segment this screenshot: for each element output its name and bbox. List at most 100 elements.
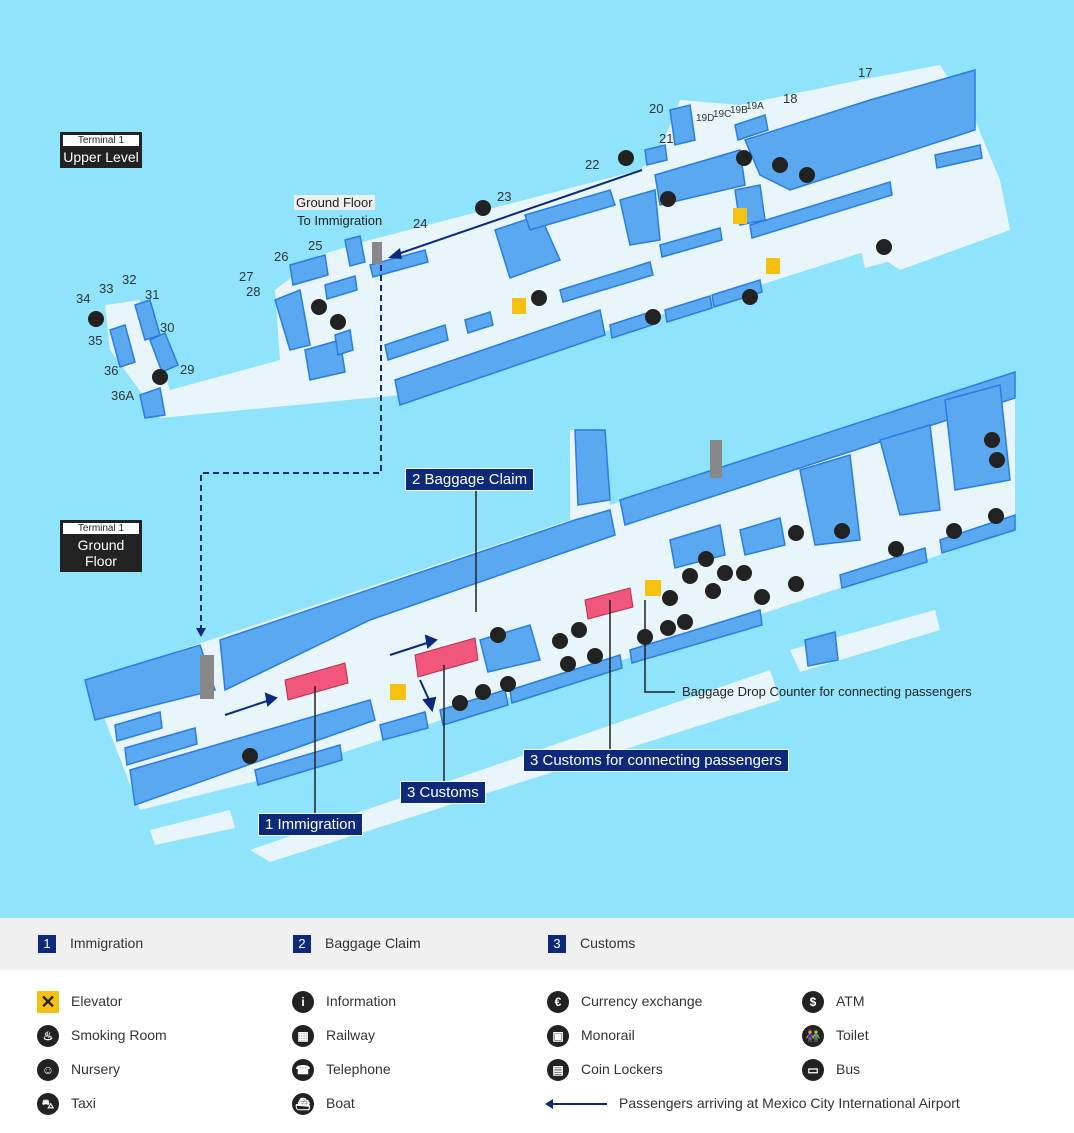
svg-text:21: 21 (659, 131, 673, 146)
upper-buildings (109, 69, 983, 419)
svg-text:24: 24 (413, 216, 427, 231)
ground-pad (150, 810, 235, 845)
legend-label: Coin Lockers (581, 1061, 663, 1077)
legend-railway: ▦Railway (292, 1023, 375, 1048)
svg-text:30: 30 (160, 320, 174, 335)
smoking-room-icon: ♨ (37, 1025, 59, 1048)
svg-text:17: 17 (858, 65, 872, 80)
escalator-icon (710, 440, 722, 478)
immigration-counter (284, 662, 349, 701)
legend-monorail: ▣ Monorail (547, 1023, 635, 1048)
arrival-arrowhead (388, 248, 402, 259)
terminal-label: Terminal 1 (62, 134, 140, 147)
svg-text:29: 29 (180, 362, 194, 377)
svg-text:34: 34 (76, 291, 90, 306)
level-label: Upper Level (63, 149, 139, 165)
legend-atm: $ ATM (802, 989, 865, 1014)
map-service-icons (88, 150, 1005, 764)
svg-text:18: 18 (783, 91, 797, 106)
information-icon: i (292, 991, 314, 1014)
icon-legend: ✕Elevator ♨Smoking Room ☺Nursery ⛍Taxi i… (0, 970, 1074, 1133)
legend-label: Passengers arriving at Mexico City Inter… (619, 1095, 960, 1111)
legend-telephone: ☎ Telephone (292, 1057, 391, 1082)
svg-text:33: 33 (99, 281, 113, 296)
ground-floor-badge: Terminal 1 Ground Floor (60, 520, 142, 572)
monorail-icon: ▣ (547, 1025, 569, 1048)
legend-boat: ⛴Boat (292, 1091, 355, 1116)
map-drawing: 17 18 19A 19B 19C 19D 20 21 22 23 24 25 … (76, 65, 1016, 862)
legend-label: Telephone (326, 1061, 391, 1077)
svg-text:19B: 19B (730, 105, 748, 116)
key-label: Immigration (70, 935, 144, 951)
baggage-drop-note: Baggage Drop Counter for connecting pass… (682, 684, 972, 699)
level-label: Ground Floor (77, 537, 125, 569)
currency-exchange-icon: € (547, 991, 569, 1014)
key-label: Baggage Claim (325, 935, 421, 951)
svg-text:32: 32 (122, 272, 136, 287)
svg-text:31: 31 (145, 287, 159, 302)
ground-floor-area (90, 372, 1015, 810)
legend-arrival-arrow: Passengers arriving at Mexico City Inter… (545, 1091, 960, 1115)
svg-text:19C: 19C (713, 109, 731, 120)
railway-icon: ▦ (292, 1025, 314, 1048)
atm-icon: $ (802, 991, 824, 1014)
legend-elevator: ✕ Elevator (37, 989, 123, 1014)
upper-level-badge: Terminal 1 Upper Level (60, 132, 142, 168)
toilet-icon: 👫 (802, 1025, 824, 1048)
callout-customs: 3 Customs (400, 781, 486, 804)
bus-icon: ▭ (802, 1059, 824, 1082)
svg-text:25: 25 (308, 238, 322, 253)
key-number: 1 (38, 935, 56, 954)
arrival-path-upper (394, 169, 643, 256)
svg-text:28: 28 (246, 284, 260, 299)
legend-coin-lockers: ▤ Coin Lockers (547, 1057, 663, 1082)
connecting-customs-counter (584, 587, 634, 620)
ground-floor-note: Ground Floor (294, 195, 375, 210)
legend-label: Information (326, 993, 397, 1009)
legend-smoking-room: ♨ Smoking Room (37, 1023, 167, 1048)
legend-label: ATM (836, 993, 865, 1009)
legend-information: i Information (292, 989, 397, 1014)
callout-immigration: 1 Immigration (258, 813, 363, 836)
boat-icon: ⛴ (292, 1093, 314, 1116)
svg-text:20: 20 (649, 101, 663, 116)
legend-currency-exchange: € Currency exchange (547, 989, 703, 1014)
svg-text:35: 35 (88, 333, 102, 348)
svg-text:19D: 19D (696, 113, 714, 124)
svg-text:22: 22 (585, 157, 599, 172)
callout-baggage-claim: 2 Baggage Claim (405, 468, 535, 491)
callout-customs-connecting: 3 Customs for connecting passengers (523, 749, 789, 772)
customs-counter (414, 637, 479, 678)
svg-text:19A: 19A (746, 101, 764, 112)
ground-apron (250, 670, 780, 862)
taxi-icon: ⛍ (37, 1093, 59, 1116)
legend-label: Monorail (581, 1027, 635, 1043)
svg-text:23: 23 (497, 189, 511, 204)
coin-lockers-icon: ▤ (547, 1059, 569, 1082)
elevator-icon: ✕ (37, 991, 59, 1014)
legend-label: Toilet (836, 1027, 869, 1043)
legend-bus: ▭ Bus (802, 1057, 861, 1082)
legend-label: Elevator (71, 993, 123, 1009)
terminal-label: Terminal 1 (62, 522, 140, 535)
legend-label: Nursery (71, 1061, 121, 1077)
legend-nursery: ☺ Nursery (37, 1057, 121, 1082)
svg-text:27: 27 (239, 269, 253, 284)
telephone-icon: ☎ (292, 1059, 314, 1082)
dashed-path (200, 265, 382, 630)
escalator-icon (200, 655, 214, 699)
legend-label: Smoking Room (71, 1027, 167, 1043)
legend-toilet: 👫 Toilet (802, 1023, 869, 1048)
nursery-icon: ☺ (37, 1059, 59, 1082)
counters (284, 587, 634, 701)
legend-label: Currency exchange (581, 993, 703, 1009)
legend-label: Bus (836, 1061, 861, 1077)
key-number: 3 (548, 935, 566, 954)
escalator-icon (372, 242, 382, 264)
terminal-map: 17 18 19A 19B 19C 19D 20 21 22 23 24 25 … (0, 0, 1074, 918)
svg-text:36: 36 (104, 363, 118, 378)
upper-gate-labels: 17 18 19A 19B 19C 19D 20 21 22 23 24 25 … (76, 65, 872, 403)
map-elevator-icons (390, 208, 780, 700)
